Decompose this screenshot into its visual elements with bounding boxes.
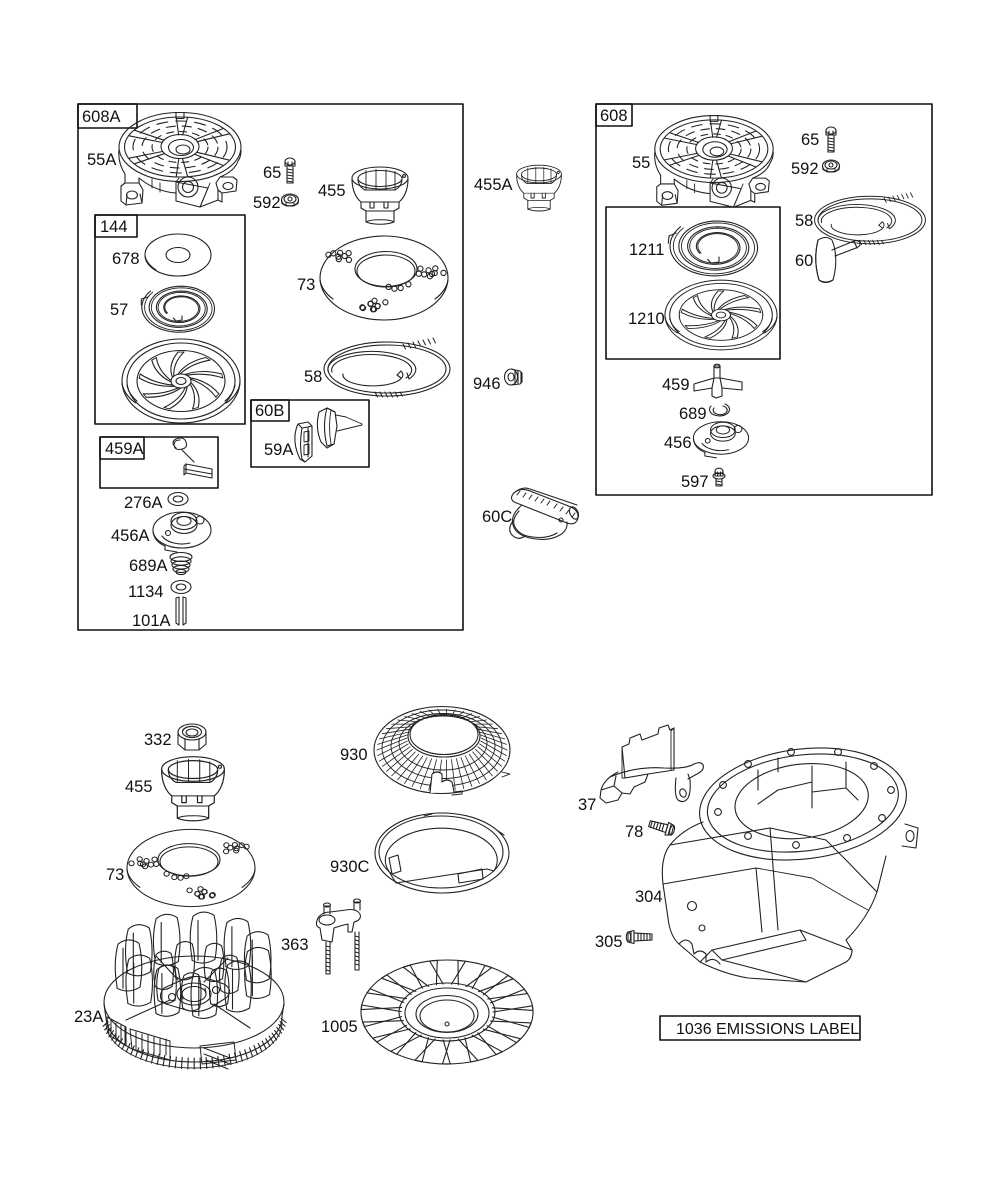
svg-text:55: 55 — [632, 154, 650, 172]
svg-text:58: 58 — [304, 368, 322, 386]
svg-text:58: 58 — [795, 212, 813, 230]
svg-text:1036 EMISSIONS LABEL: 1036 EMISSIONS LABEL — [676, 1021, 859, 1038]
svg-text:78: 78 — [625, 823, 643, 841]
svg-text:1211: 1211 — [629, 241, 664, 259]
svg-text:678: 678 — [112, 250, 140, 268]
svg-text:37: 37 — [578, 796, 596, 814]
svg-text:459: 459 — [662, 376, 690, 394]
svg-text:59A: 59A — [264, 441, 293, 459]
svg-text:55A: 55A — [87, 151, 116, 169]
svg-text:60: 60 — [795, 252, 813, 270]
svg-text:455A: 455A — [474, 176, 513, 194]
svg-text:57: 57 — [110, 301, 128, 319]
svg-text:456: 456 — [664, 434, 692, 452]
svg-text:60C: 60C — [482, 508, 512, 526]
svg-text:23A: 23A — [74, 1008, 103, 1026]
svg-text:930: 930 — [340, 746, 368, 764]
svg-text:363: 363 — [281, 936, 309, 954]
svg-text:597: 597 — [681, 473, 709, 491]
svg-text:592: 592 — [253, 194, 281, 212]
svg-text:689A: 689A — [129, 557, 168, 575]
svg-text:930C: 930C — [330, 858, 370, 876]
svg-text:456A: 456A — [111, 527, 150, 545]
svg-text:73: 73 — [106, 866, 124, 884]
svg-text:608A: 608A — [82, 108, 121, 126]
svg-text:332: 332 — [144, 731, 172, 749]
svg-text:101A: 101A — [132, 612, 171, 630]
svg-text:73: 73 — [297, 276, 315, 294]
svg-text:946: 946 — [473, 375, 501, 393]
svg-text:689: 689 — [679, 405, 707, 423]
svg-text:65: 65 — [263, 164, 281, 182]
svg-text:1005: 1005 — [321, 1018, 358, 1036]
svg-text:305: 305 — [595, 933, 623, 951]
svg-text:455: 455 — [318, 182, 346, 200]
svg-text:60B: 60B — [255, 402, 284, 420]
svg-text:455: 455 — [125, 778, 153, 796]
svg-text:1134: 1134 — [128, 583, 163, 601]
svg-text:304: 304 — [635, 888, 663, 906]
svg-text:459A: 459A — [105, 440, 144, 458]
svg-text:592: 592 — [791, 160, 819, 178]
svg-text:65: 65 — [801, 131, 819, 149]
svg-text:144: 144 — [100, 218, 128, 236]
svg-text:276A: 276A — [124, 494, 163, 512]
svg-text:608: 608 — [600, 107, 628, 125]
svg-text:1210: 1210 — [628, 310, 665, 328]
